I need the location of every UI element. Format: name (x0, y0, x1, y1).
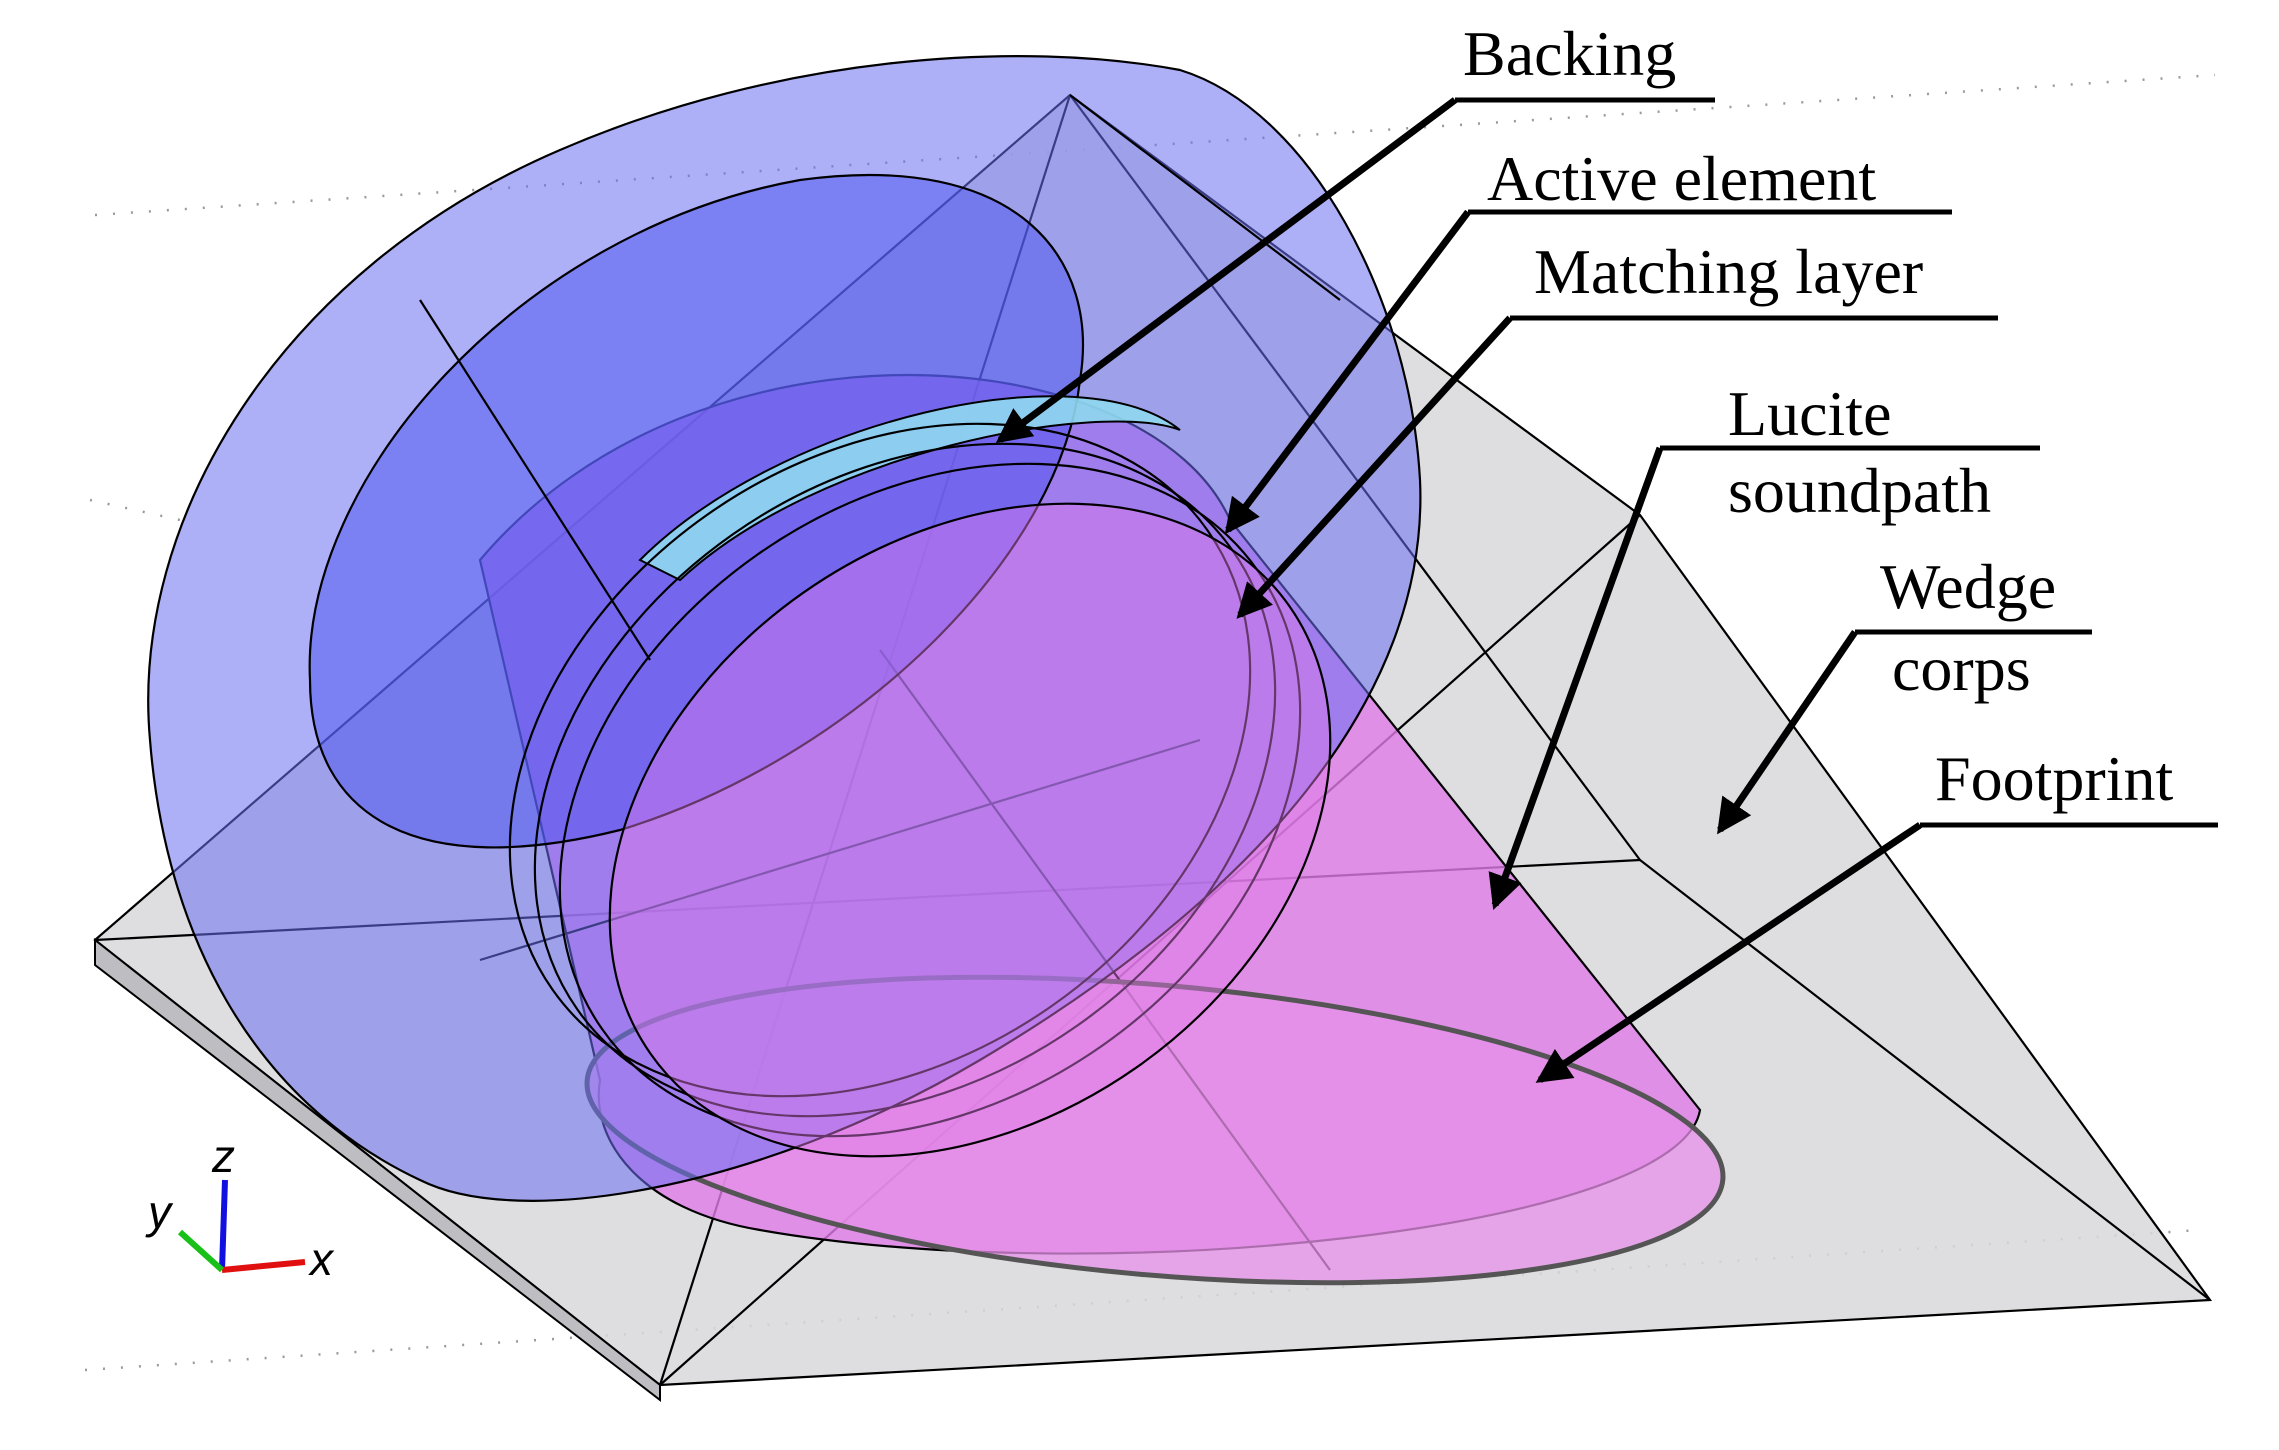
z-axis-label: z (211, 1130, 235, 1182)
y-axis-label: y (145, 1186, 174, 1238)
label-backing: Backing (1463, 18, 1676, 89)
axis-triad: z x y (145, 1130, 335, 1285)
label-wedge-line2: corps (1892, 633, 2031, 704)
callout-wedge-corps: Wedge corps (1717, 551, 2092, 835)
x-axis-line (221, 1259, 306, 1273)
matching-layer (508, 422, 1332, 1158)
callout-matching-layer: Matching layer (1236, 236, 1998, 619)
x-axis-label: x (308, 1233, 335, 1285)
label-matching-layer: Matching layer (1534, 236, 1923, 307)
label-wedge-line1: Wedge (1880, 551, 2056, 622)
label-lucite-line2: soundpath (1728, 455, 1991, 526)
callout-lucite-soundpath: Lucite soundpath (1488, 378, 2040, 910)
label-footprint: Footprint (1935, 743, 2173, 814)
callout-active-element: Active element (1224, 143, 1952, 535)
z-axis-line (219, 1179, 228, 1271)
callout-backing: Backing (995, 18, 1715, 444)
callout-footprint: Footprint (1535, 743, 2218, 1083)
y-axis-line (177, 1229, 225, 1273)
label-active-element: Active element (1487, 143, 1876, 214)
label-lucite-line1: Lucite (1728, 378, 1891, 449)
